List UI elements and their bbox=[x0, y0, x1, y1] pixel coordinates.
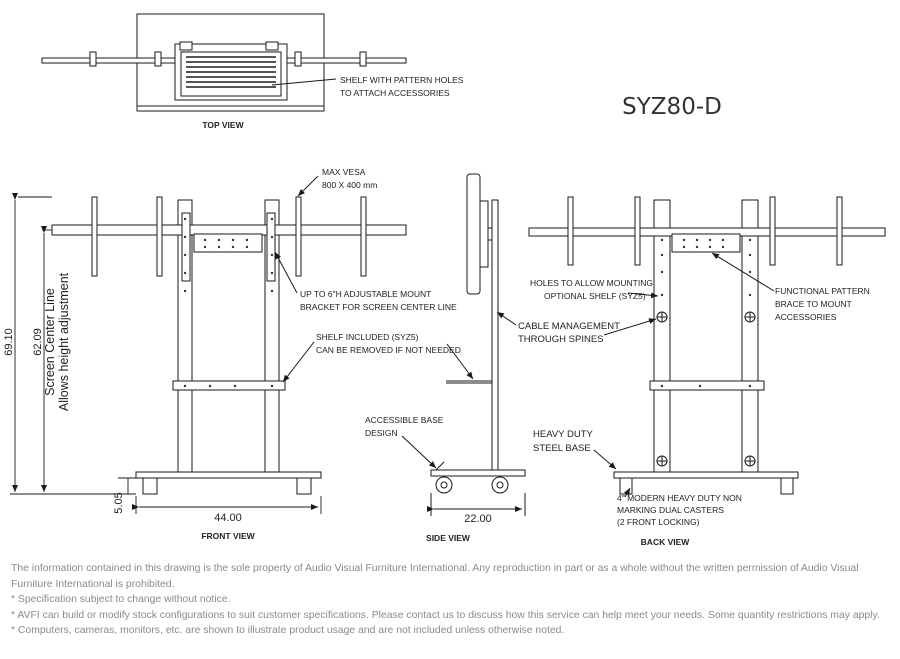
functional-pattern-callout-line3: ACCESSORIES bbox=[775, 312, 837, 322]
shelf-pattern-callout-line1: SHELF WITH PATTERN HOLES bbox=[340, 75, 464, 85]
depth-dimension: 22.00 bbox=[464, 513, 492, 525]
casters-callout-line1: 4" MODERN HEAVY DUTY NON bbox=[617, 493, 742, 503]
accessible-base-callout-line1: ACCESSIBLE BASE bbox=[365, 415, 444, 425]
heavy-base-callout-line2: STEEL BASE bbox=[533, 443, 591, 454]
center-line-dimension: 62.09 bbox=[32, 328, 44, 356]
shelf-pattern-callout-line2: TO ATTACH ACCESSORIES bbox=[340, 88, 450, 98]
front-view-title: FRONT VIEW bbox=[201, 531, 255, 541]
casters-callout-line3: (2 FRONT LOCKING) bbox=[617, 517, 700, 527]
height-adjustment-label: Allows height adjustment bbox=[57, 272, 71, 411]
width-dimension: 44.00 bbox=[214, 512, 242, 524]
casters-callout-line2: MARKING DUAL CASTERS bbox=[617, 505, 724, 515]
side-view-drawing bbox=[430, 173, 526, 494]
front-view-leaders bbox=[274, 175, 319, 383]
disclaimer-notes: The information contained in this drawin… bbox=[11, 561, 891, 639]
adjustable-mount-callout-line2: BRACKET FOR SCREEN CENTER LINE bbox=[300, 302, 457, 312]
base-height-dimension: 5.05 bbox=[113, 492, 125, 513]
holes-mounting-callout-line1: HOLES TO ALLOW MOUNTING bbox=[530, 278, 653, 288]
holes-mounting-callout-line2: OPTIONAL SHELF (SYZ5) bbox=[544, 291, 646, 301]
functional-pattern-callout-line1: FUNCTIONAL PATTERN bbox=[775, 286, 870, 296]
adjustable-mount-callout-line1: UP TO 6"H ADJUSTABLE MOUNT bbox=[300, 289, 431, 299]
heavy-base-callout-line1: HEAVY DUTY bbox=[533, 429, 593, 440]
shelf-included-callout-line1: SHELF INCLUDED (SYZ5) bbox=[316, 332, 419, 342]
max-vesa-callout-line2: 800 X 400 mm bbox=[322, 180, 377, 190]
functional-pattern-callout-line2: BRACE TO MOUNT bbox=[775, 299, 852, 309]
cable-management-callout-line1: CABLE MANAGEMENT bbox=[518, 321, 620, 332]
side-view-leaders bbox=[401, 311, 526, 516]
back-view-hole-pattern bbox=[660, 238, 752, 388]
model-number: SYZ80-D bbox=[622, 94, 722, 120]
accessible-base-callout-line2: DESIGN bbox=[365, 428, 398, 438]
overall-height-dimension: 69.10 bbox=[3, 328, 15, 356]
cable-management-callout-line2: THROUGH SPINES bbox=[518, 334, 604, 345]
specification-note: * Specification subject to change withou… bbox=[11, 594, 231, 605]
back-view-title: BACK VIEW bbox=[641, 537, 691, 547]
top-view-title: TOP VIEW bbox=[202, 120, 244, 130]
screen-center-line-label: Screen Center Line bbox=[43, 288, 57, 396]
back-view-leaders bbox=[593, 252, 775, 498]
customization-note: * AVFI can build or modify stock configu… bbox=[11, 609, 880, 621]
front-view-dimensions bbox=[10, 193, 322, 514]
top-view-drawing bbox=[41, 13, 407, 112]
ownership-note: The information contained in this drawin… bbox=[11, 563, 859, 590]
shelf-included-callout-line2: CAN BE REMOVED IF NOT NEEDED bbox=[316, 345, 461, 355]
front-view-hole-pattern bbox=[183, 217, 274, 388]
max-vesa-callout-line1: MAX VESA bbox=[322, 167, 366, 177]
illustration-note: * Computers, cameras, monitors, etc. are… bbox=[11, 625, 565, 636]
side-view-title: SIDE VIEW bbox=[426, 533, 471, 543]
front-view-drawing bbox=[51, 196, 407, 495]
